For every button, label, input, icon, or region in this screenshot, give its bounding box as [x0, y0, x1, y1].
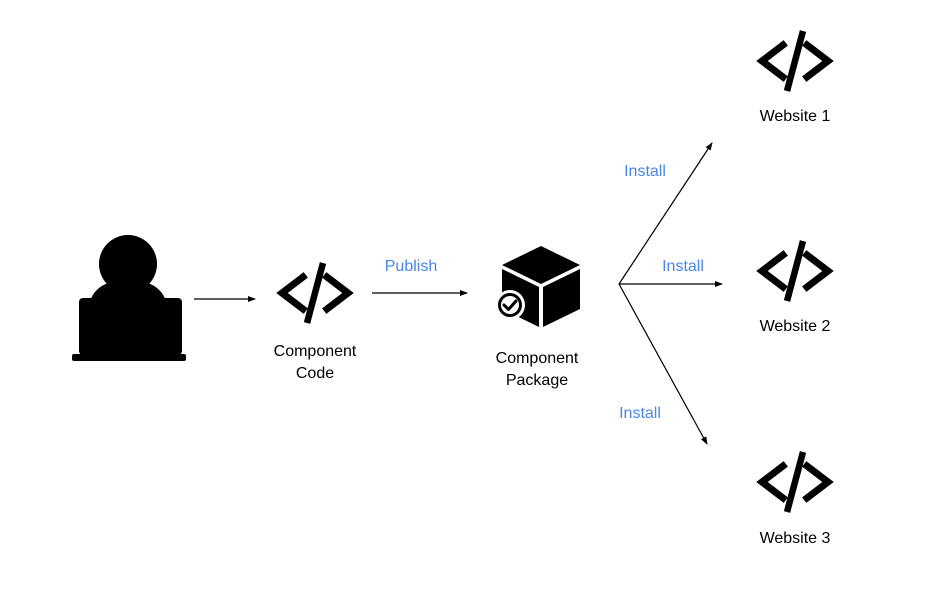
- component-code-node: Component Code: [274, 263, 357, 382]
- website-2-label: Website 2: [760, 318, 831, 335]
- component-code-label-line1: Component: [274, 343, 357, 360]
- website-1-node: Website 1: [760, 31, 831, 125]
- component-code-label-line2: Code: [296, 365, 334, 382]
- website-3-node: Website 3: [760, 452, 831, 547]
- code-icon: [762, 452, 828, 512]
- install-label-2: Install: [662, 258, 704, 275]
- edge-install-website-1: [618, 142, 713, 285]
- code-icon: [762, 31, 828, 91]
- component-package-label-line2: Package: [506, 372, 568, 389]
- website-2-node: Website 2: [760, 241, 831, 335]
- package-check-icon: [495, 246, 580, 327]
- edge-install-website-3: [618, 283, 708, 445]
- install-label-1: Install: [624, 163, 666, 180]
- component-package-label-line1: Component: [496, 350, 579, 367]
- code-icon: [762, 241, 828, 301]
- website-1-label: Website 1: [760, 108, 831, 125]
- developer-laptop-icon: [72, 235, 186, 361]
- component-package-node: Component Package: [495, 246, 580, 389]
- publish-label: Publish: [385, 258, 437, 275]
- website-3-label: Website 3: [760, 530, 831, 547]
- install-label-3: Install: [619, 405, 661, 422]
- code-icon: [282, 263, 348, 323]
